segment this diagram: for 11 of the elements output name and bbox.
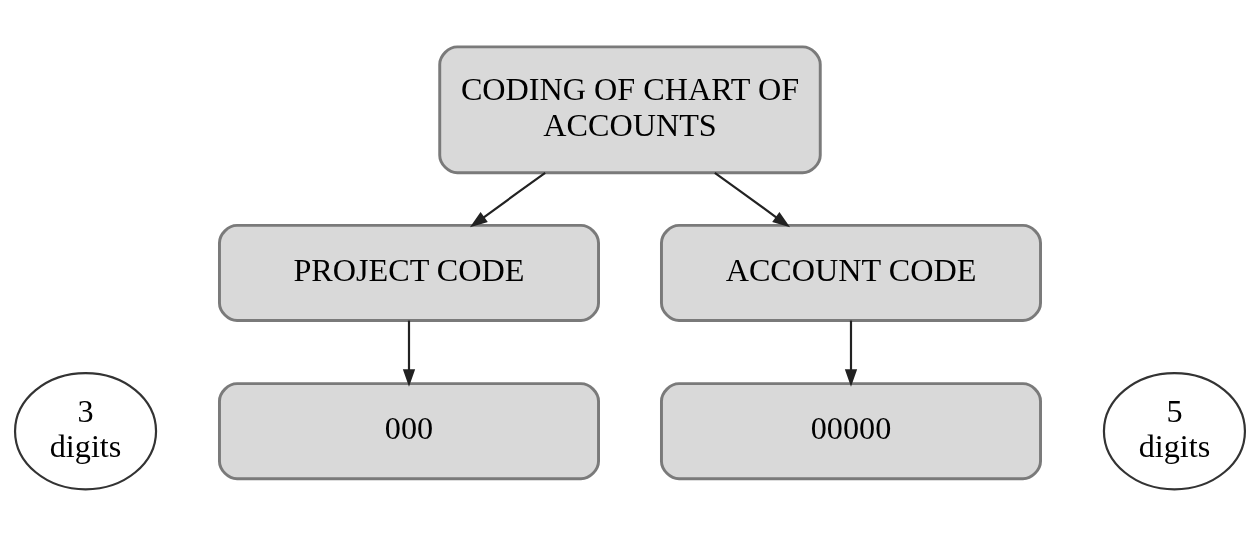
arrow — [844, 320, 858, 387]
node-box: 000 — [218, 381, 600, 480]
arrow — [469, 171, 546, 227]
node-ellipse: 3 digits — [13, 371, 158, 490]
arrow — [714, 171, 791, 227]
node-box: PROJECT CODE — [218, 223, 600, 322]
node-box: CODING OF CHART OF ACCOUNTS — [438, 44, 822, 174]
node-ellipse: 5 digits — [1102, 371, 1247, 490]
node-box: ACCOUNT CODE — [660, 223, 1042, 322]
node-box: 00000 — [660, 381, 1042, 480]
arrow — [402, 320, 416, 387]
